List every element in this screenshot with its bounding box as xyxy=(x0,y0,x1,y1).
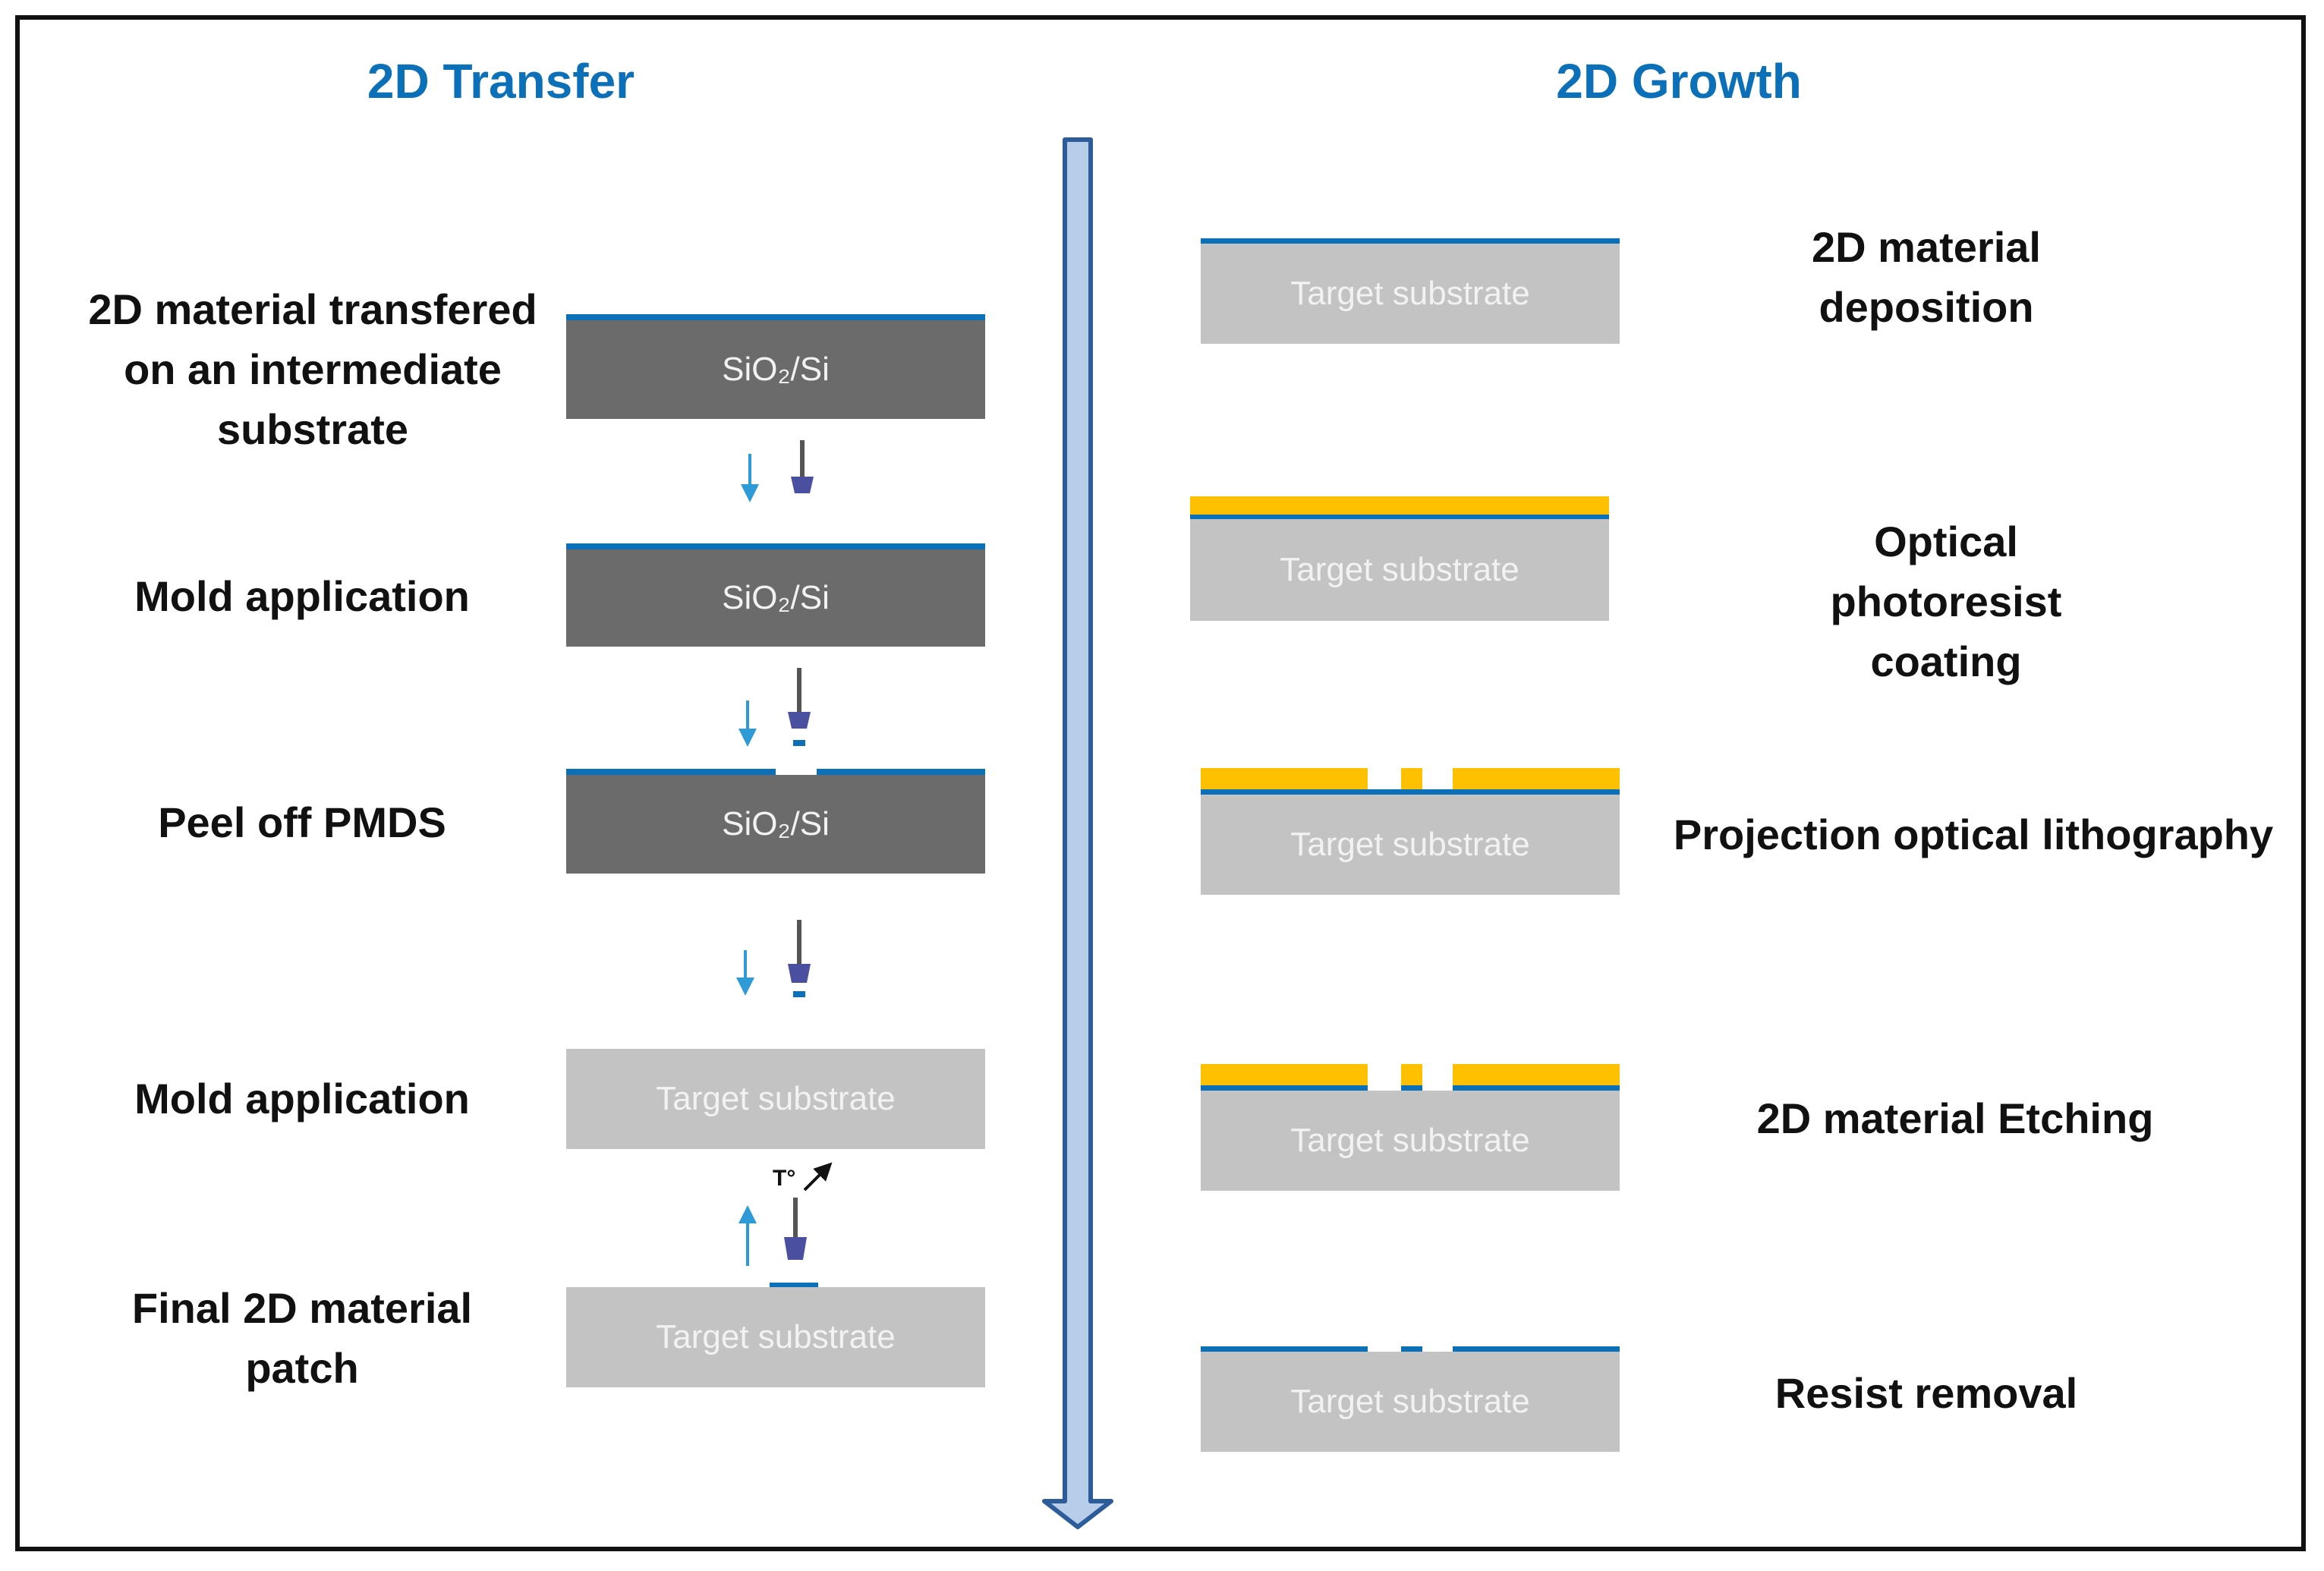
right-step-3-label: Projection optical lithography xyxy=(1674,804,2273,864)
substrate-block: Target substrate xyxy=(566,1287,985,1387)
right-step-4-text: 2D material Etching xyxy=(1756,1094,2154,1142)
substrate-block: Target substrate xyxy=(1201,1352,1620,1452)
stamp-tool-2 xyxy=(788,668,811,746)
substrate-label: Target substrate xyxy=(1290,826,1530,863)
substrate-block: Target substrate xyxy=(566,1049,985,1149)
substrate-block: SiO₂/Si xyxy=(566,775,985,874)
substrate-block: Target substrate xyxy=(1190,519,1609,621)
photoresist-layer xyxy=(1201,1064,1620,1085)
resist-opening xyxy=(1368,768,1401,789)
left-step-1-text: 2D material transfered on an intermediat… xyxy=(88,285,537,453)
right-step-5-text: Resist removal xyxy=(1774,1369,2078,1417)
etched-gap xyxy=(1422,1085,1453,1091)
etched-gap xyxy=(1368,1346,1401,1352)
substrate-block: SiO₂/Si xyxy=(566,320,985,419)
material-layer xyxy=(566,314,985,320)
substrate-label: Target substrate xyxy=(1290,1383,1530,1420)
left-step-2-label: Mold application xyxy=(134,566,470,626)
substrate-label: Target substrate xyxy=(1280,551,1519,588)
material-layer xyxy=(566,769,776,775)
left-step-3-text: Peel off PMDS xyxy=(158,798,446,846)
left-step-4-text: Mold application xyxy=(134,1075,470,1122)
heat-arrow xyxy=(803,1162,833,1192)
material-layer xyxy=(1201,238,1620,244)
temperature-label: T° xyxy=(773,1166,796,1191)
right-step-2-text: Optical photoresist coating xyxy=(1830,518,2062,685)
photoresist-layer xyxy=(1190,496,1609,515)
material-patch xyxy=(770,1283,818,1289)
substrate-label: Target substrate xyxy=(656,1080,896,1117)
substrate-label: Target substrate xyxy=(1290,1122,1530,1159)
right-step-3-text: Projection optical lithography xyxy=(1673,811,2274,858)
material-layer xyxy=(1201,1085,1620,1091)
substrate-label: Target substrate xyxy=(1290,275,1530,312)
left-step-5-text: Final 2D material patch xyxy=(131,1284,473,1392)
stamp-tool-3 xyxy=(788,920,811,997)
left-step-4-label: Mold application xyxy=(134,1069,470,1129)
substrate-block: Target substrate xyxy=(1201,244,1620,344)
substrate-label: Target substrate xyxy=(656,1318,896,1355)
right-step-2-label: Optical photoresist coating xyxy=(1757,512,2135,691)
right-step-4-label: 2D material Etching xyxy=(1757,1088,2154,1148)
material-layer xyxy=(1190,515,1609,519)
material-layer xyxy=(1201,789,1620,795)
substrate-label: SiO₂/Si xyxy=(722,579,830,616)
material-layer xyxy=(1201,1346,1620,1352)
process-direction-arrow xyxy=(1042,137,1113,1529)
title-2d-growth: 2D Growth xyxy=(1556,54,1802,109)
left-step-5-label: Final 2D material patch xyxy=(132,1278,472,1398)
etched-gap xyxy=(1422,1346,1453,1352)
etched-gap xyxy=(1368,1085,1401,1091)
substrate-label: SiO₂/Si xyxy=(722,351,830,388)
substrate-block: Target substrate xyxy=(1201,795,1620,895)
stamp-tool-4 xyxy=(784,1198,807,1260)
right-step-1-text: 2D material deposition xyxy=(1812,223,2041,331)
resist-opening xyxy=(1422,768,1453,789)
left-step-2-text: Mold application xyxy=(134,572,470,620)
substrate-block: SiO₂/Si xyxy=(566,549,985,647)
substrate-block: Target substrate xyxy=(1201,1091,1620,1191)
left-step-1-label: 2D material transfered on an intermediat… xyxy=(88,279,537,459)
material-layer xyxy=(817,769,985,775)
title-2d-transfer: 2D Transfer xyxy=(367,54,635,109)
figure-frame xyxy=(15,15,2306,1551)
stamp-tool-1 xyxy=(791,440,814,493)
substrate-label: SiO₂/Si xyxy=(722,805,830,842)
photoresist-layer xyxy=(1201,768,1620,789)
right-step-5-label: Resist removal xyxy=(1775,1363,2077,1423)
material-layer xyxy=(566,543,985,549)
left-step-3-label: Peel off PMDS xyxy=(158,792,446,852)
right-step-1-label: 2D material deposition xyxy=(1812,217,2041,337)
